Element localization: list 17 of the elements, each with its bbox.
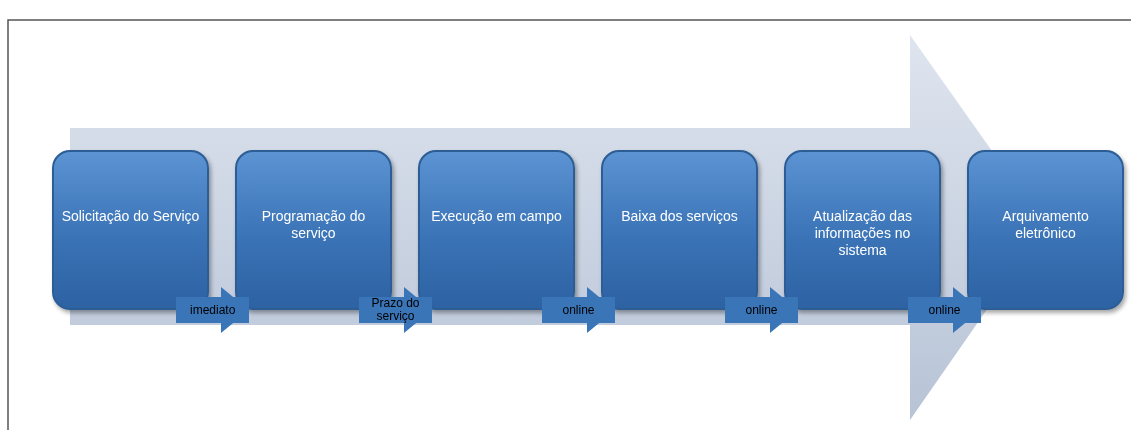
step-text: Programação do serviço	[260, 208, 367, 242]
step-text: Execução em campo	[430, 208, 563, 225]
block-arrow	[176, 287, 249, 333]
block-arrow	[359, 287, 432, 333]
process-box	[967, 150, 1124, 310]
edge-label: imediato	[190, 303, 236, 317]
edge-label: online	[562, 303, 595, 317]
block-arrow	[542, 287, 615, 333]
step-text: Solicitação do Serviço	[60, 208, 201, 225]
step-text: Atualização das informações no sistema	[812, 208, 913, 259]
edge-label: online	[745, 303, 778, 317]
edge-label: online	[928, 303, 961, 317]
block-arrow	[908, 287, 981, 333]
block-arrow	[725, 287, 798, 333]
step-text: Baixa dos serviços	[620, 208, 739, 225]
step-text: Arquivamento eletrônico	[1001, 208, 1090, 242]
edge-label: Prazo do serviço	[370, 297, 421, 323]
